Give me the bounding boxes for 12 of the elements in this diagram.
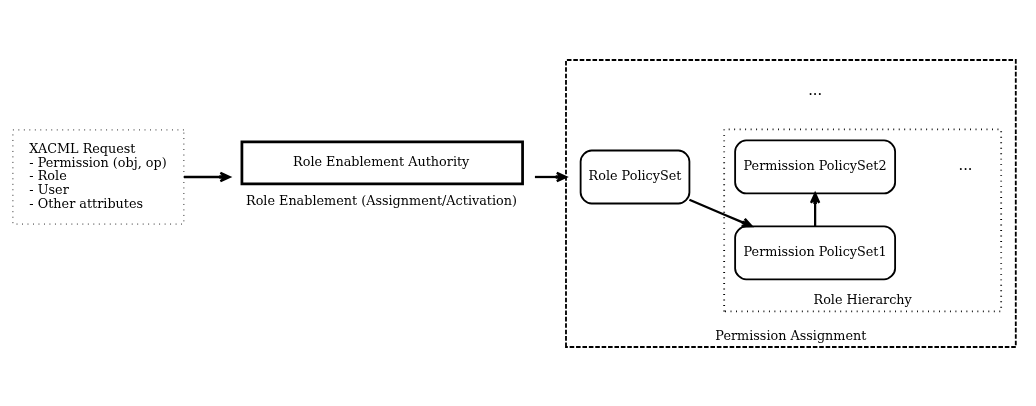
node-box: Permission PolicySet1 <box>734 224 897 280</box>
arrow <box>534 171 568 182</box>
label: ... <box>958 155 973 173</box>
node-box: Permission PolicySet2 <box>734 139 897 194</box>
node-box: XACML Request - Permission (obj, op) - Role - User - Other attributes <box>12 128 185 225</box>
node-box: Role Enablement Authority <box>240 139 524 185</box>
node-label: Role Enablement (Assignment/Activation) <box>246 192 517 208</box>
arrow <box>688 198 753 228</box>
arrow <box>809 192 821 226</box>
arrow <box>183 171 231 182</box>
label: ... <box>808 80 823 98</box>
node-box: Role PolicySet <box>579 149 691 204</box>
